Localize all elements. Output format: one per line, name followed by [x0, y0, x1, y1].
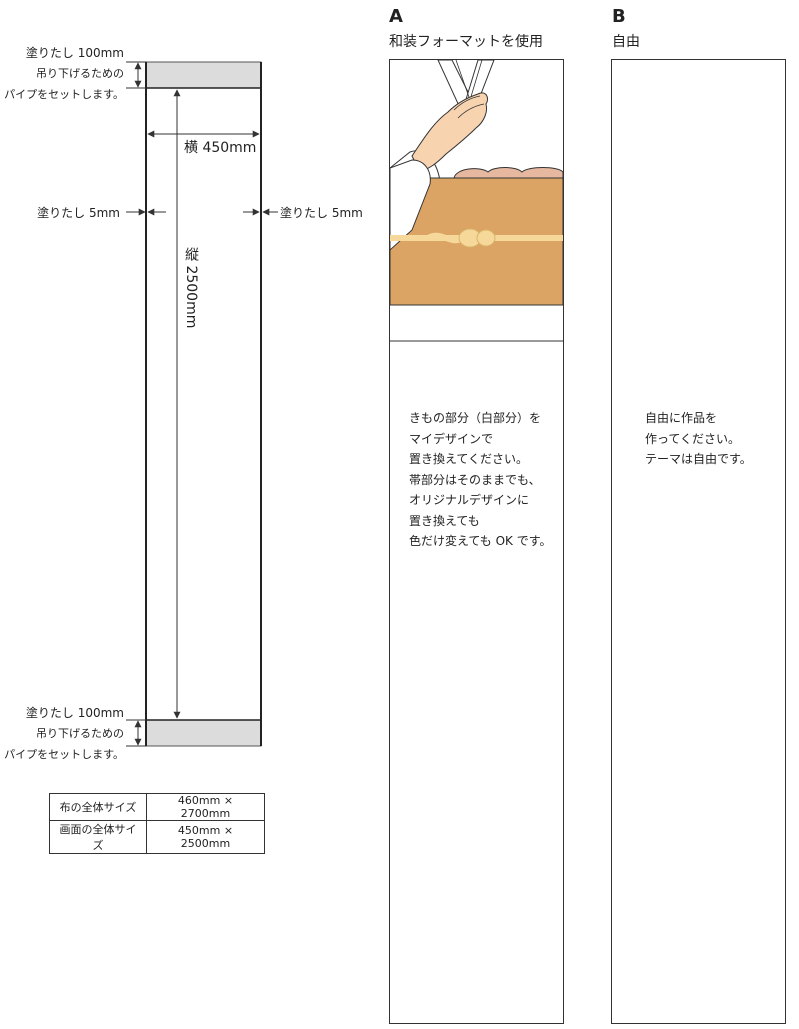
option-a-letter: A: [389, 6, 403, 27]
right-bleed-label: 塗りたし 5mm: [280, 206, 363, 220]
bottom-bleed-note-line1: 吊り下げるための: [36, 727, 124, 740]
option-b-instructions: 自由に作品を 作ってください。 テーマは自由です。: [645, 408, 775, 470]
instruction-line: マイデザインで: [409, 431, 494, 446]
instruction-line: 置き換えてください。: [409, 452, 529, 466]
top-bleed-note-line2: パイプをセットします。: [4, 88, 124, 101]
option-b-letter: B: [612, 6, 626, 27]
instruction-line: オリジナルデザインに: [409, 493, 530, 507]
top-bleed-area: [145, 61, 262, 89]
option-a-instructions: きもの部分（白部分）を マイデザインで 置き換えてください。 帯部分はそのままで…: [409, 408, 559, 552]
size-spec-table: 布の全体サイズ 460mm × 2700mm 画面の全体サイズ 450mm × …: [49, 793, 265, 854]
option-b-panel: [611, 59, 786, 1024]
width-label: 横 450mm: [184, 140, 257, 156]
bottom-bleed-label: 塗りたし 100mm: [25, 706, 124, 720]
instruction-line: 作ってください。: [645, 431, 741, 446]
dimension-drawing: [126, 61, 278, 747]
spec-value-cloth: 460mm × 2700mm: [146, 793, 265, 821]
spec-value-canvas: 450mm × 2500mm: [146, 820, 265, 854]
instruction-line: 置き換えても: [409, 513, 480, 528]
bottom-bleed-area: [145, 719, 262, 747]
instruction-line: テーマは自由です。: [645, 452, 752, 466]
kimono-illustration: [390, 60, 563, 342]
spec-label-cloth: 布の全体サイズ: [49, 793, 147, 821]
instruction-line: きもの部分（白部分）を: [409, 411, 542, 425]
left-bleed-label: 塗りたし 5mm: [37, 206, 120, 220]
spec-label-canvas: 画面の全体サイズ: [49, 820, 147, 854]
instruction-line: 帯部分はそのままでも、: [409, 472, 541, 487]
bottom-bleed-note-line2: パイプをセットします。: [4, 748, 124, 761]
instruction-line: 自由に作品を: [645, 411, 718, 425]
top-bleed-label: 塗りたし 100mm: [25, 46, 124, 60]
table-row: 布の全体サイズ 460mm × 2700mm: [49, 793, 265, 821]
height-label: 縦 2500mm: [183, 247, 199, 329]
table-row: 画面の全体サイズ 450mm × 2500mm: [49, 820, 265, 854]
option-a-title: 和装フォーマットを使用: [389, 34, 543, 50]
option-b-title: 自由: [612, 34, 640, 50]
instruction-line: 色だけ変えても OK です。: [409, 534, 552, 548]
top-bleed-note-line1: 吊り下げるための: [36, 67, 124, 80]
